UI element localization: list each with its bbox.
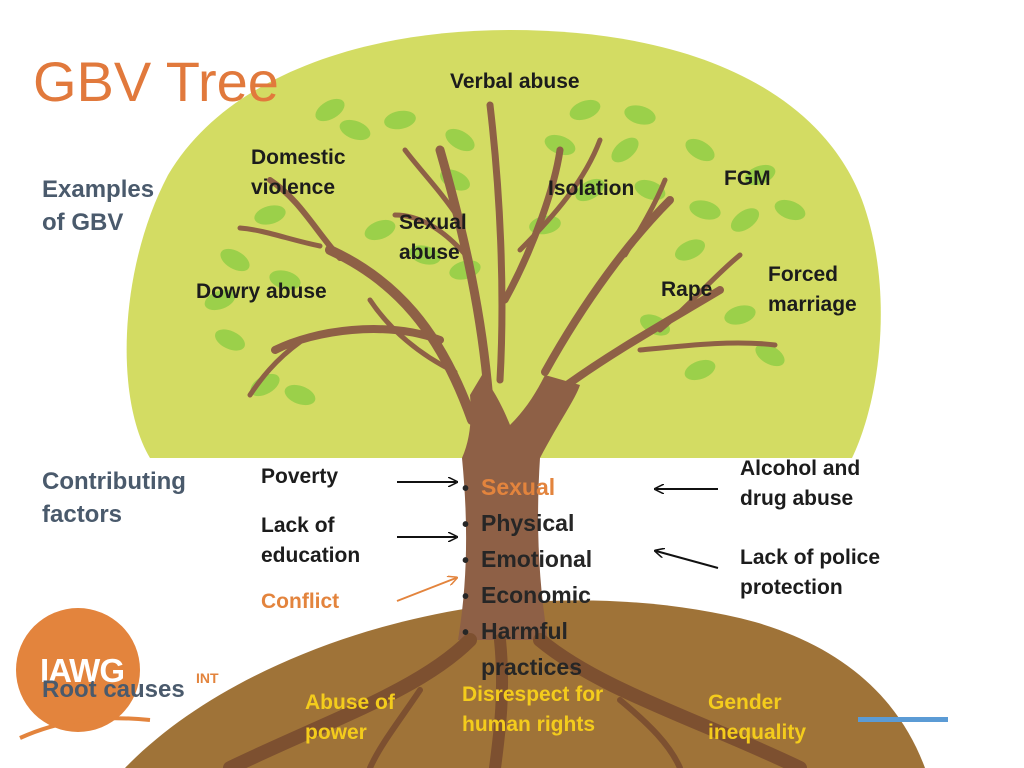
page-title: GBV Tree	[33, 50, 279, 113]
leaf	[220, 248, 250, 272]
leaf	[569, 99, 601, 121]
example-verbal-abuse: Verbal abuse	[450, 70, 580, 93]
section-root-causes: Root causes	[42, 676, 185, 703]
type-item: Sexual	[462, 470, 592, 506]
example-dowry-abuse: Dowry abuse	[196, 280, 327, 303]
type-item: Emotional	[462, 542, 592, 578]
leaf	[611, 137, 639, 163]
leaf	[624, 105, 656, 125]
leaf	[315, 98, 345, 122]
leaf	[685, 138, 715, 162]
leaf	[544, 134, 576, 156]
leaf	[364, 219, 396, 241]
example-isolation: Isolation	[548, 177, 635, 200]
factor-poverty: Poverty	[261, 465, 339, 488]
example-fgm: FGM	[724, 167, 771, 190]
violence-types-list: Sexual Physical Emotional Economic Harmf…	[462, 470, 592, 684]
arrow-conflict	[396, 578, 456, 602]
leaf	[730, 208, 760, 232]
blue-rule	[858, 717, 948, 722]
factor-conflict: Conflict	[261, 590, 340, 613]
type-item: Physical	[462, 506, 592, 542]
arrows	[396, 482, 719, 602]
leaf	[724, 305, 756, 325]
leaf	[269, 270, 301, 290]
leaf	[250, 373, 280, 397]
leaf	[755, 343, 785, 367]
leaf	[744, 164, 776, 186]
leaf	[675, 239, 705, 261]
logo: IAWG	[40, 652, 125, 689]
branches	[237, 101, 778, 425]
leaf	[684, 359, 716, 381]
logo-circle	[16, 608, 140, 732]
leaf	[284, 384, 316, 406]
leaf	[204, 289, 236, 311]
logo-small-text: INT	[196, 670, 219, 686]
leaf	[384, 110, 416, 130]
example-rape: Rape	[661, 278, 713, 301]
leaf	[409, 245, 441, 265]
type-item: Economic	[462, 578, 592, 614]
leaf	[215, 329, 245, 351]
leaf	[445, 128, 475, 152]
leaf	[254, 205, 286, 225]
leaf	[774, 199, 806, 221]
leaf	[339, 119, 371, 141]
leaf	[689, 200, 721, 220]
leaf	[575, 178, 605, 202]
arrow-police	[656, 551, 719, 569]
